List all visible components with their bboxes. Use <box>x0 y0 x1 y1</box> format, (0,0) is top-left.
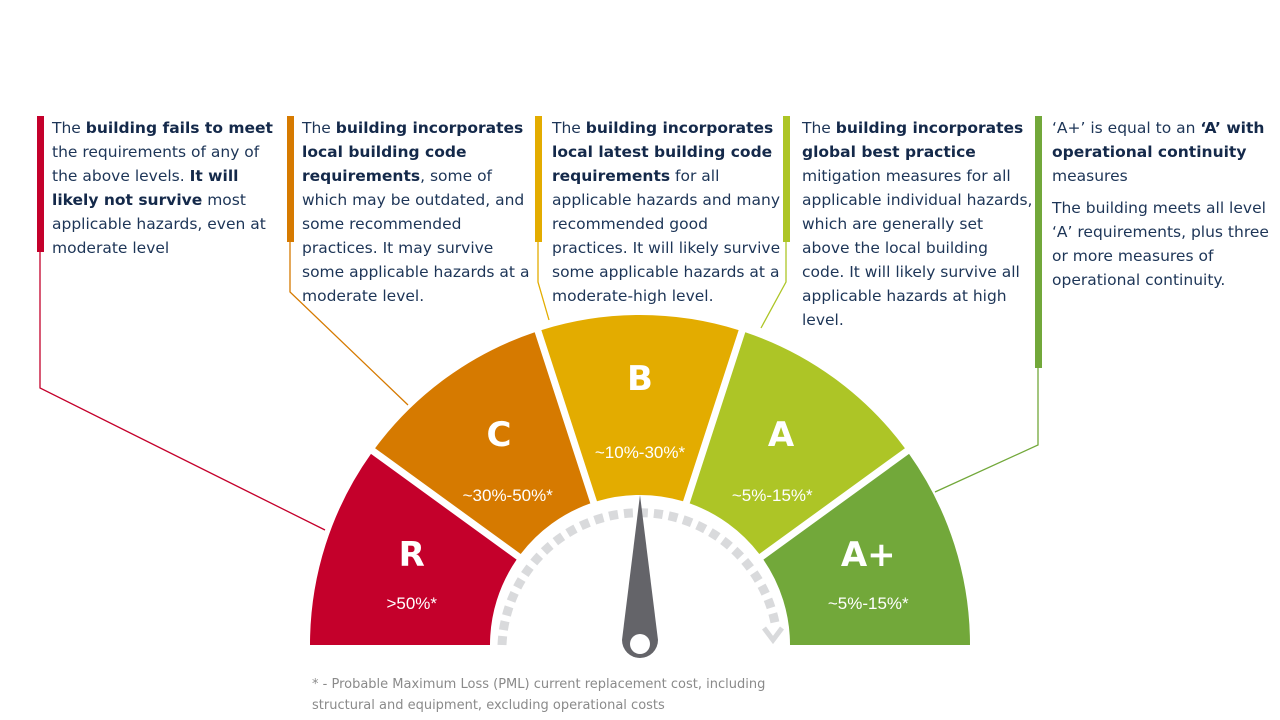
level-description-b: The building incorporates local latest b… <box>552 119 781 305</box>
pml-range-a: ~5%-15%* <box>732 486 813 505</box>
connector-a <box>760 242 787 329</box>
connector-aplus <box>934 368 1039 493</box>
gauge-segments: R >50%* C ~30%-50%* B ~10%-30%* A ~5%-15%* A+ ~5%… <box>310 314 971 645</box>
connector-r <box>39 250 326 531</box>
gauge-segment-a <box>689 332 905 555</box>
pml-range-r: >50%* <box>386 594 437 613</box>
pml-range-c: ~30%-50%* <box>463 486 554 505</box>
level-description-c: The building incorporates local building… <box>302 119 530 305</box>
level-bar-r <box>37 116 44 252</box>
pml-range-aplus: ~5%-15%* <box>828 594 909 613</box>
dashed-arc <box>497 508 781 646</box>
grade-label-aplus: A+ <box>841 535 896 575</box>
pml-range-b: ~10%-30%* <box>595 443 686 462</box>
level-bar-a <box>783 116 790 242</box>
level-bar-b <box>535 116 542 242</box>
connector-c <box>289 240 409 406</box>
needle-icon <box>622 495 658 658</box>
aplus-summary: ‘A+’ is equal to an ‘A’ with operational… <box>1052 119 1265 185</box>
level-bar-c <box>287 116 294 242</box>
grade-label-r: R <box>399 535 425 575</box>
gauge-segment-b <box>541 314 739 502</box>
gauge-segment-aplus <box>763 453 971 645</box>
pml-footnote: * - Probable Maximum Loss (PML) current … <box>312 677 766 713</box>
aplus-detail: The building meets all level ‘A’ require… <box>1052 199 1269 289</box>
gauge-segment-c <box>375 332 591 555</box>
level-description-r: The building fails to meet the requireme… <box>52 119 273 257</box>
arc-arrowhead-icon <box>762 626 784 645</box>
gauge-segment-r <box>310 453 517 645</box>
level-description-aplus: ‘A+’ is equal to an ‘A’ with operational… <box>1052 116 1274 300</box>
level-bar-aplus <box>1035 116 1042 368</box>
grade-label-b: B <box>627 359 653 399</box>
grade-label-c: C <box>486 415 511 455</box>
level-description-a: The building incorporates global best pr… <box>802 119 1033 329</box>
grade-label-a: A <box>768 415 795 455</box>
connector-b <box>537 242 550 321</box>
